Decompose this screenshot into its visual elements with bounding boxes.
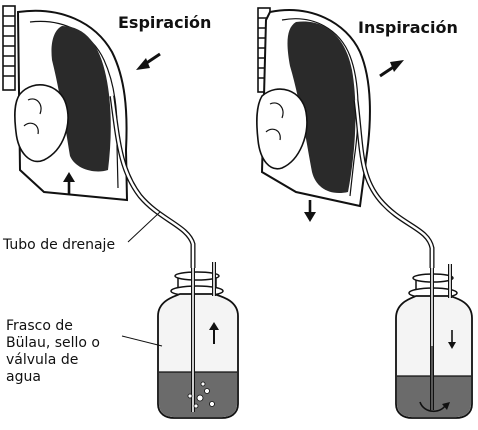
left-spine xyxy=(3,6,15,90)
inspiration-title: Inspiración xyxy=(358,18,458,37)
expiration-title: Espiración xyxy=(118,13,211,32)
right-bottle xyxy=(396,264,472,418)
left-bottle xyxy=(158,262,238,418)
inspiration-panel xyxy=(257,8,472,418)
bulau-bottle-label: Frasco de Bülau, sello o válvula de agua xyxy=(6,318,100,386)
drain-tube-label: Tubo de drenaje xyxy=(3,237,115,254)
right-inflow-arrow xyxy=(380,60,404,76)
left-outflow-arrow xyxy=(136,54,160,70)
right-diaphragm-down-arrow xyxy=(304,200,316,222)
